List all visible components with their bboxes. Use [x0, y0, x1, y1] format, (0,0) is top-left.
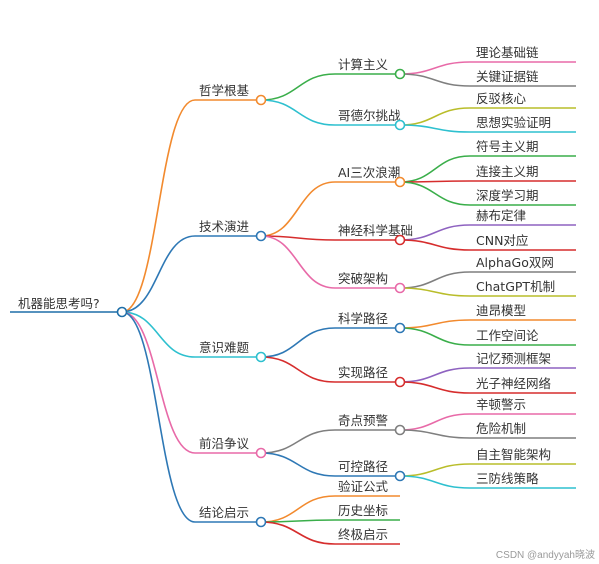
edge-subtopic-to-leaf: [399, 181, 471, 206]
subtopic-collapse-toggle[interactable]: [394, 470, 406, 482]
leaf-topic: 工作空间论: [476, 328, 539, 343]
leaf-topic: 三防线策略: [476, 471, 539, 486]
edge-subtopic-to-leaf: [399, 155, 471, 183]
edge-subtopic-to-leaf: [399, 271, 471, 289]
subtopic: 哥德尔挑战: [338, 108, 401, 123]
edge-subtopic-to-leaf: [399, 429, 471, 439]
edge-subtopic-to-leaf: [399, 61, 471, 75]
leaf-topic: AlphaGo双网: [476, 255, 554, 270]
edge-subtopic-to-leaf: [399, 287, 471, 297]
edge-subtopic-to-leaf: [399, 107, 471, 126]
edge-root-to-branch: [121, 235, 196, 313]
connector-layer: [10, 61, 576, 545]
branch-topic: 哲学根基: [199, 83, 250, 98]
subtopic-collapse-toggle[interactable]: [394, 424, 406, 436]
edge-root-to-branch: [121, 311, 196, 523]
subtopic: 验证公式: [338, 479, 389, 494]
subtopic: 历史坐标: [338, 503, 388, 518]
subtopic: 科学路径: [338, 311, 388, 326]
leaf-topic: 危险机制: [476, 421, 526, 436]
root-topic: 机器能思考吗?: [18, 296, 100, 311]
leaf-topic: 辛顿警示: [476, 397, 526, 412]
leaf-topic: 关键证据链: [476, 69, 539, 84]
edge-root-to-branch: [121, 99, 196, 313]
subtopic: 奇点预警: [338, 413, 388, 428]
subtopic-collapse-toggle[interactable]: [394, 376, 406, 388]
branch-collapse-toggle[interactable]: [255, 351, 267, 363]
edge-root-to-branch: [121, 311, 196, 454]
edge-subtopic-to-leaf: [399, 413, 471, 431]
subtopic-collapse-toggle[interactable]: [394, 119, 406, 131]
branch-topic: 结论启示: [199, 505, 249, 520]
leaf-topic: 迪昂模型: [476, 303, 526, 318]
edge-branch-to-subtopic: [260, 99, 336, 126]
subtopic: AI三次浪潮: [338, 165, 400, 180]
leaf-topic: ChatGPT机制: [476, 279, 555, 294]
edge-branch-to-subtopic: [260, 73, 336, 101]
leaf-topic: 思想实验证明: [476, 115, 551, 130]
subtopic: 计算主义: [338, 57, 389, 72]
edge-subtopic-to-leaf: [399, 319, 471, 329]
leaf-topic: 光子神经网络: [476, 376, 552, 391]
branch-topic: 意识难题: [199, 340, 250, 355]
leaf-topic: 深度学习期: [476, 188, 539, 203]
root-collapse-toggle[interactable]: [116, 306, 128, 318]
edge-branch-to-subtopic: [260, 235, 336, 241]
branch-topic: 技术演进: [199, 219, 250, 234]
branch-collapse-toggle[interactable]: [255, 94, 267, 106]
edge-branch-to-subtopic: [260, 356, 336, 383]
edge-branch-to-subtopic: [260, 235, 336, 289]
leaf-topic: 理论基础链: [476, 45, 539, 60]
edge-branch-to-subtopic: [260, 429, 336, 454]
branch-collapse-toggle[interactable]: [255, 447, 267, 459]
edge-subtopic-to-leaf: [399, 381, 471, 394]
leaf-topic: CNN对应: [476, 233, 528, 248]
edge-branch-to-subtopic: [260, 181, 336, 237]
leaf-topic: 符号主义期: [476, 139, 539, 154]
watermark: CSDN @andyyah晓波: [495, 550, 595, 561]
edge-subtopic-to-leaf: [399, 463, 471, 477]
edge-subtopic-to-leaf: [399, 239, 471, 251]
subtopic: 可控路径: [338, 459, 388, 474]
leaf-topic: 记忆预测框架: [476, 351, 551, 366]
leaf-topic: 连接主义期: [476, 164, 539, 179]
branch-collapse-toggle[interactable]: [255, 230, 267, 242]
subtopic: 突破架构: [338, 271, 388, 286]
subtopic-collapse-toggle[interactable]: [394, 234, 406, 246]
edge-branch-to-subtopic: [260, 327, 336, 358]
subtopic: 实现路径: [338, 365, 388, 380]
edge-branch-to-subtopic: [260, 495, 336, 523]
leaf-topic: 赫布定律: [476, 208, 526, 223]
subtopic: 神经科学基础: [338, 223, 413, 238]
edge-subtopic-to-leaf: [399, 124, 471, 133]
leaf-topic: 自主智能架构: [476, 447, 551, 462]
edge-branch-to-subtopic: [260, 452, 336, 477]
edge-subtopic-to-leaf: [399, 367, 471, 383]
branch-topic: 前沿争议: [199, 436, 250, 451]
branch-collapse-toggle[interactable]: [255, 516, 267, 528]
edge-subtopic-to-leaf: [399, 327, 471, 346]
edge-root-to-branch: [121, 311, 196, 358]
edge-subtopic-to-leaf: [399, 73, 471, 87]
subtopic: 终极启示: [338, 527, 388, 542]
edge-subtopic-to-leaf: [399, 475, 471, 489]
subtopic-collapse-toggle[interactable]: [394, 68, 406, 80]
subtopic-collapse-toggle[interactable]: [394, 176, 406, 188]
leaf-topic: 反驳核心: [476, 91, 527, 106]
subtopic-collapse-toggle[interactable]: [394, 322, 406, 334]
edge-branch-to-subtopic: [260, 521, 336, 545]
subtopic-collapse-toggle[interactable]: [394, 282, 406, 294]
